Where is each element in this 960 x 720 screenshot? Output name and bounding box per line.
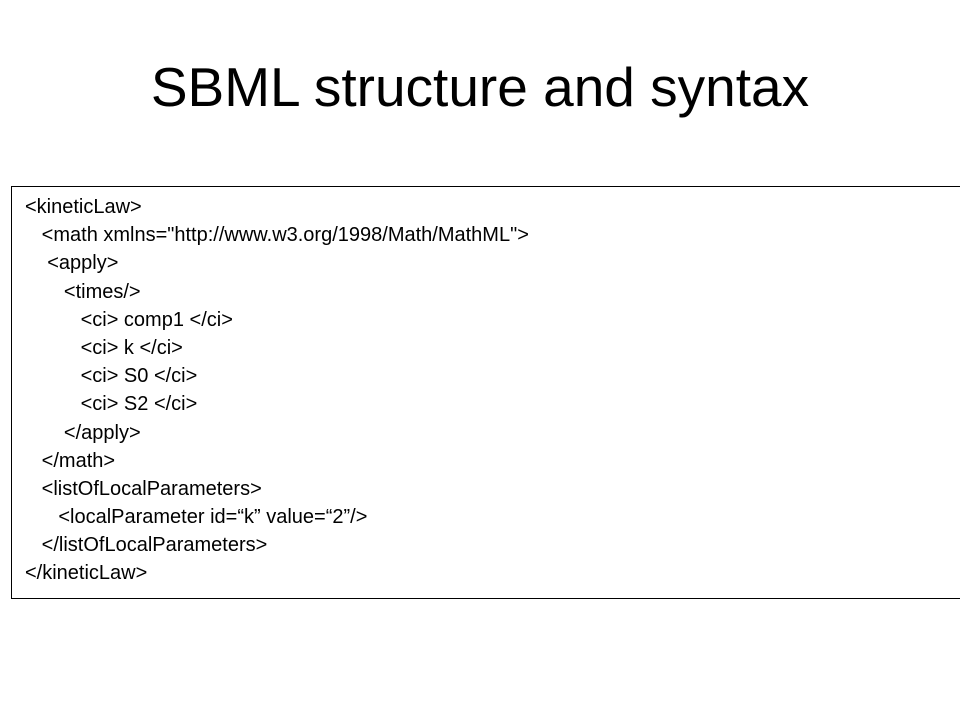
code-line: <localParameter id=“k” value=“2”/>	[25, 506, 368, 529]
code-line: </listOfLocalParameters>	[25, 534, 268, 557]
code-line: <times/>	[25, 280, 141, 303]
code-line: </math>	[25, 449, 116, 472]
code-line: <ci> S2 </ci>	[25, 393, 198, 416]
code-listing: <kineticLaw> <math xmlns="http://www.w3.…	[25, 193, 529, 588]
slide-title: SBML structure and syntax	[150, 56, 810, 118]
code-box: <kineticLaw> <math xmlns="http://www.w3.…	[11, 186, 960, 599]
code-line: <ci> k </ci>	[25, 336, 183, 359]
code-line: <ci> comp1 </ci>	[25, 308, 233, 331]
code-line: <apply>	[25, 252, 119, 275]
code-line: <listOfLocalParameters>	[25, 477, 262, 500]
code-line: <kineticLaw>	[25, 196, 142, 218]
code-line: </kineticLaw>	[25, 562, 148, 585]
code-line: <ci> S0 </ci>	[25, 365, 198, 388]
code-line: <math xmlns="http://www.w3.org/1998/Math…	[25, 224, 529, 247]
code-line: </apply>	[25, 421, 141, 444]
